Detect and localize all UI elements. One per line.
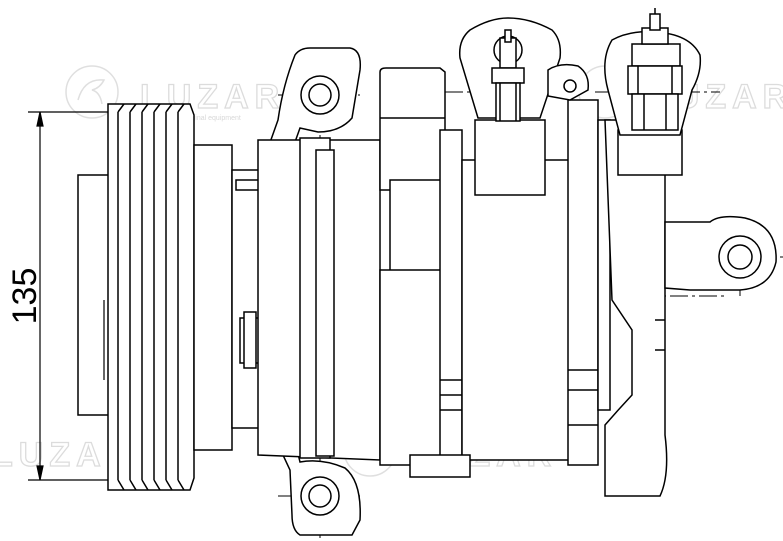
pulley bbox=[77, 103, 263, 491]
mount-ear-rear bbox=[664, 215, 777, 291]
dimension-label: 135 bbox=[6, 268, 44, 325]
service-port-right bbox=[604, 8, 702, 176]
compressor-body bbox=[257, 67, 668, 497]
height-dimension bbox=[28, 111, 118, 481]
pulley-grooves bbox=[117, 103, 185, 491]
service-port-left bbox=[458, 17, 590, 196]
